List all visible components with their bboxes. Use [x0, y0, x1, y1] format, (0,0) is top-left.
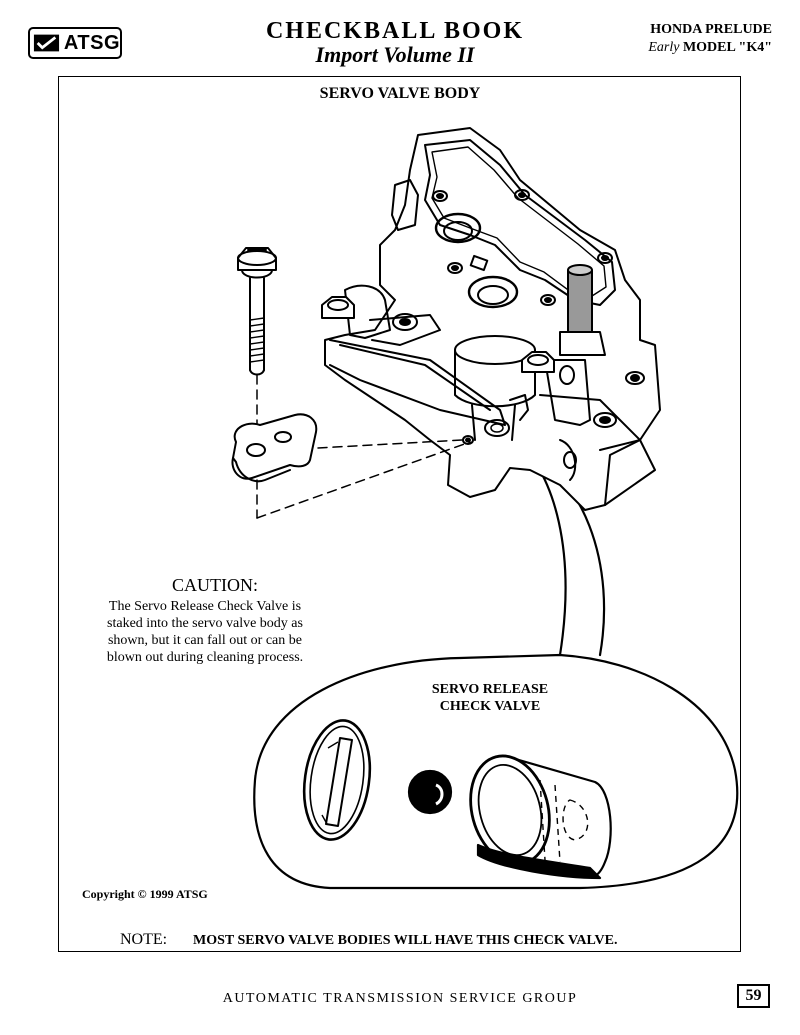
logo-text: ATSG	[63, 31, 120, 54]
note-label: NOTE:	[120, 931, 168, 948]
page-number: 59	[737, 984, 770, 1008]
model-line-1: HONDA PRELUDE	[650, 22, 772, 37]
checkmark-logo-icon	[33, 34, 60, 52]
footer-text: AUTOMATIC TRANSMISSION SERVICE GROUP	[222, 991, 578, 1006]
copyright: Copyright © 1999 ATSG	[82, 887, 208, 901]
atsg-logo: ATSG	[28, 27, 122, 59]
model-code: MODEL "K4"	[682, 40, 772, 55]
section-title: SERVO VALVE BODY	[319, 85, 481, 102]
caution-heading: CAUTION:	[172, 575, 258, 595]
label-line: CHECK VALVE	[439, 699, 541, 714]
note-text: MOST SERVO VALVE BODIES WILL HAVE THIS C…	[193, 933, 618, 948]
check-valve-label: SERVO RELEASE CHECK VALVE	[400, 681, 580, 715]
dowel-pin	[567, 269, 593, 333]
caution-line: shown, but it can fall out or can be	[107, 633, 302, 648]
check-valve-parts	[302, 719, 612, 880]
model-era: Early	[648, 40, 680, 55]
caution-text: The Servo Release Check Valve is staked …	[88, 598, 322, 666]
caution-line: staked into the servo valve body as	[107, 616, 303, 631]
bolt	[237, 247, 277, 376]
valve-body-casting	[324, 127, 661, 511]
label-line: SERVO RELEASE	[431, 682, 549, 697]
model-line-2: Early MODEL "K4"	[648, 40, 772, 56]
caution-line: blown out during cleaning process.	[106, 650, 304, 665]
book-subtitle: Import Volume II	[315, 42, 475, 67]
bracket-plate	[231, 413, 318, 480]
caution-line: The Servo Release Check Valve is	[108, 599, 302, 614]
book-title: CHECKBALL BOOK	[265, 18, 525, 44]
content-frame	[58, 76, 741, 952]
